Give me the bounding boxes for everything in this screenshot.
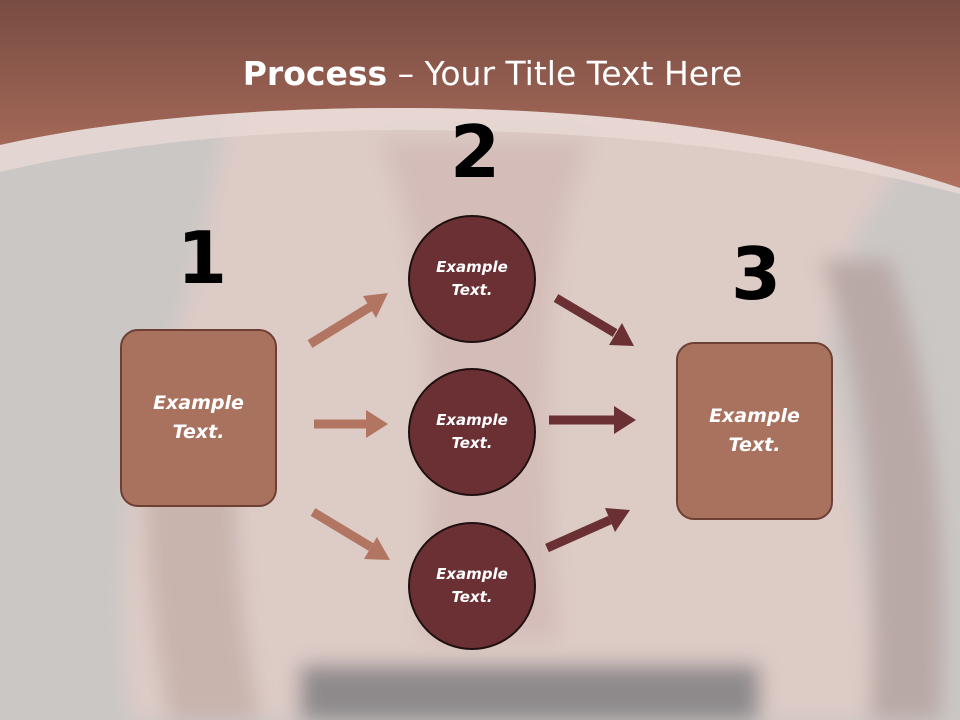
- middle-node-center-label: Example Text.: [436, 411, 508, 452]
- arrow-middle-to-3: [549, 406, 636, 434]
- step-number-1: 1: [177, 216, 228, 300]
- middle-node-top: Example Text.: [408, 215, 536, 343]
- arrow-top-to-3: [553, 294, 634, 346]
- title-banner: [0, 0, 960, 188]
- arrow-1-to-top: [307, 293, 388, 348]
- step-3-box: Example Text.: [676, 342, 833, 520]
- title-bold: Process: [242, 54, 388, 93]
- middle-node-center: Example Text.: [408, 368, 536, 496]
- slide-title: Process – Your Title Text Here: [0, 52, 960, 96]
- step-3-label: Example Text.: [709, 405, 800, 456]
- step-number-3: 3: [731, 232, 782, 316]
- banner-swoosh: [0, 108, 960, 194]
- middle-node-bottom-label: Example Text.: [436, 565, 508, 606]
- step-1-box: Example Text.: [120, 329, 277, 507]
- middle-node-bottom: Example Text.: [408, 522, 536, 650]
- arrow-1-to-middle: [314, 410, 388, 438]
- middle-node-top-label: Example Text.: [436, 258, 508, 299]
- title-rest: – Your Title Text Here: [387, 54, 743, 93]
- arrow-bottom-to-3: [545, 508, 630, 553]
- step-number-2: 2: [450, 110, 501, 194]
- step-1-label: Example Text.: [153, 392, 244, 443]
- arrow-1-to-bottom: [310, 508, 390, 560]
